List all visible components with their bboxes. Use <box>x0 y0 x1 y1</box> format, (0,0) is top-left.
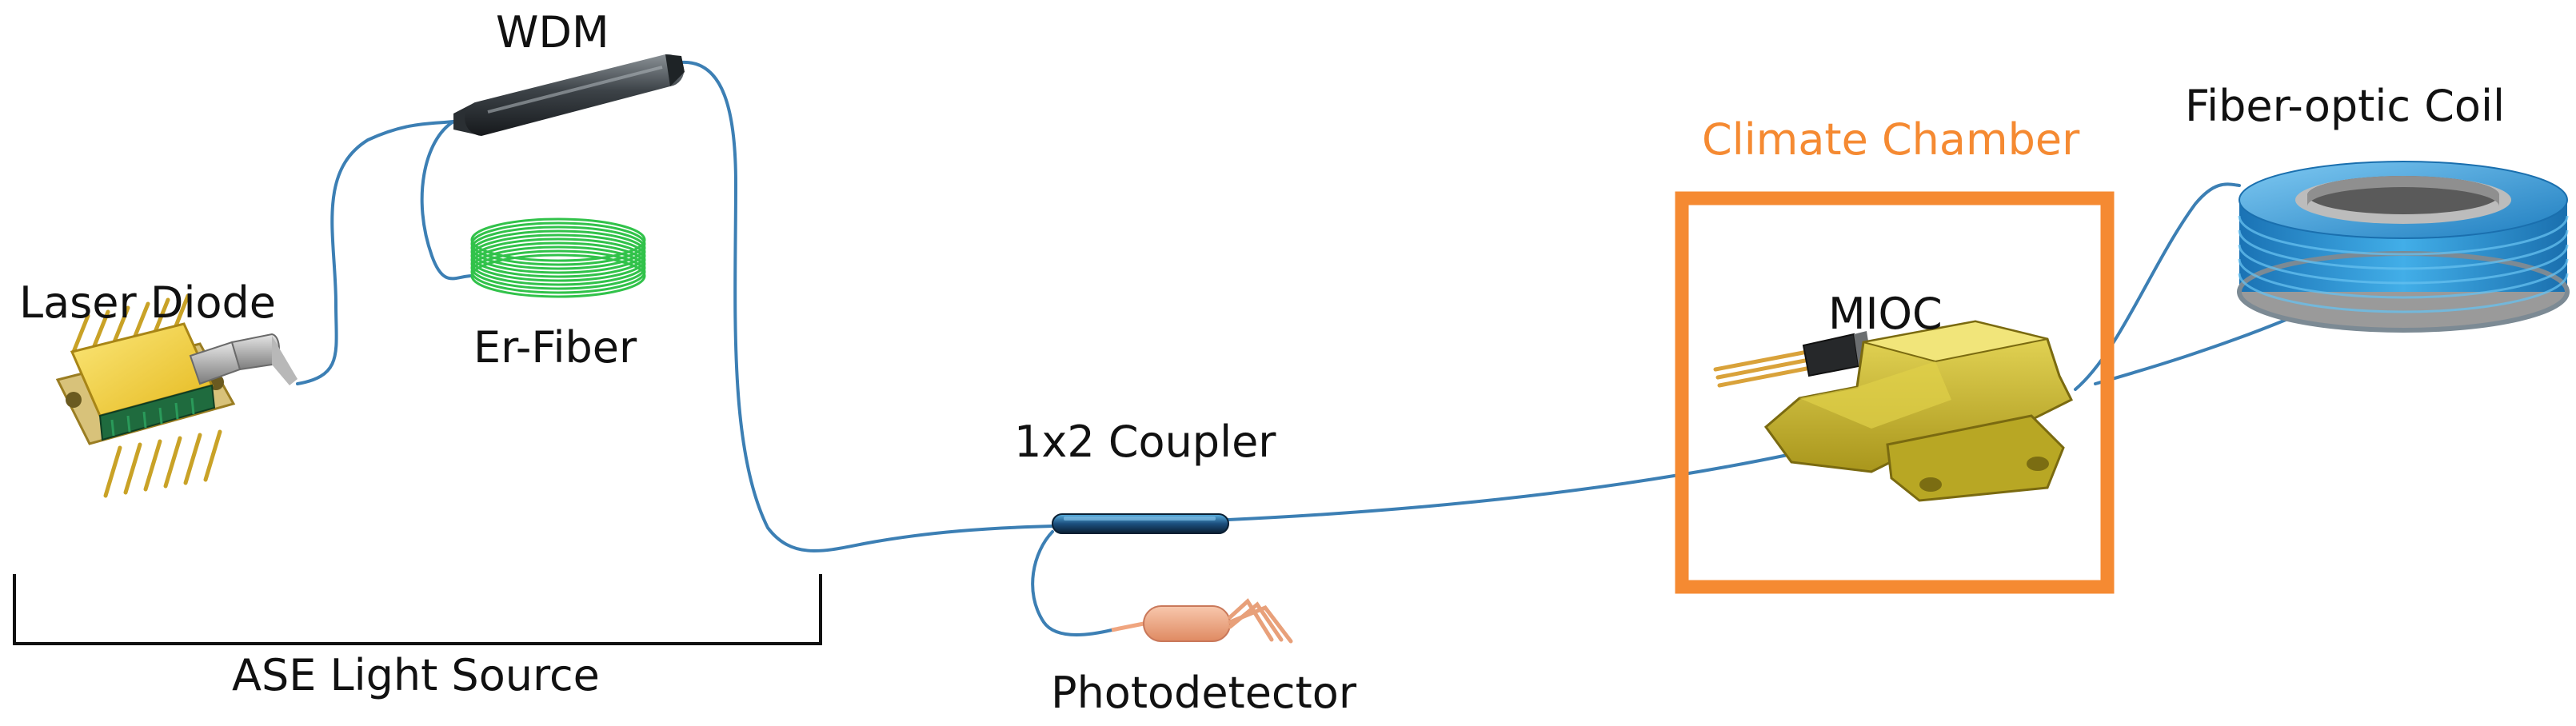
photodetector-label: Photodetector <box>1051 668 1357 718</box>
er-fiber-label: Er-Fiber <box>473 322 637 373</box>
coupler-icon <box>1052 513 1229 534</box>
coupler-label: 1x2 Coupler <box>1014 417 1276 467</box>
fiber-coil-icon <box>2237 161 2570 333</box>
wdm-label: WDM <box>496 7 609 58</box>
ase-source-label: ASE Light Source <box>232 650 600 700</box>
mioc-label: MIOC <box>1828 289 1943 339</box>
climate-chamber-label: Climate Chamber <box>1702 114 2080 165</box>
fiber-wdm-to-er-fiber <box>420 120 473 281</box>
wdm-icon <box>453 54 685 136</box>
fiber-wdm-to-coupler <box>680 60 1054 552</box>
mioc-icon <box>1713 320 2074 502</box>
laser-diode-icon <box>55 293 298 498</box>
laser-diode-label: Laser Diode <box>19 277 277 328</box>
fiber-coupler-to-mioc <box>1227 453 1793 521</box>
fiber-mioc-to-coil-top <box>2074 182 2241 391</box>
er-fiber-icon <box>470 217 646 298</box>
fiber-coupler-to-photodetector <box>1031 530 1113 636</box>
fiber-laser-to-wdm <box>296 120 455 385</box>
photodetector-icon <box>1111 598 1293 644</box>
ase-bracket <box>13 574 822 645</box>
fiber-coil-label: Fiber-optic Coil <box>2185 81 2505 131</box>
climate-chamber-box <box>1675 191 2115 594</box>
